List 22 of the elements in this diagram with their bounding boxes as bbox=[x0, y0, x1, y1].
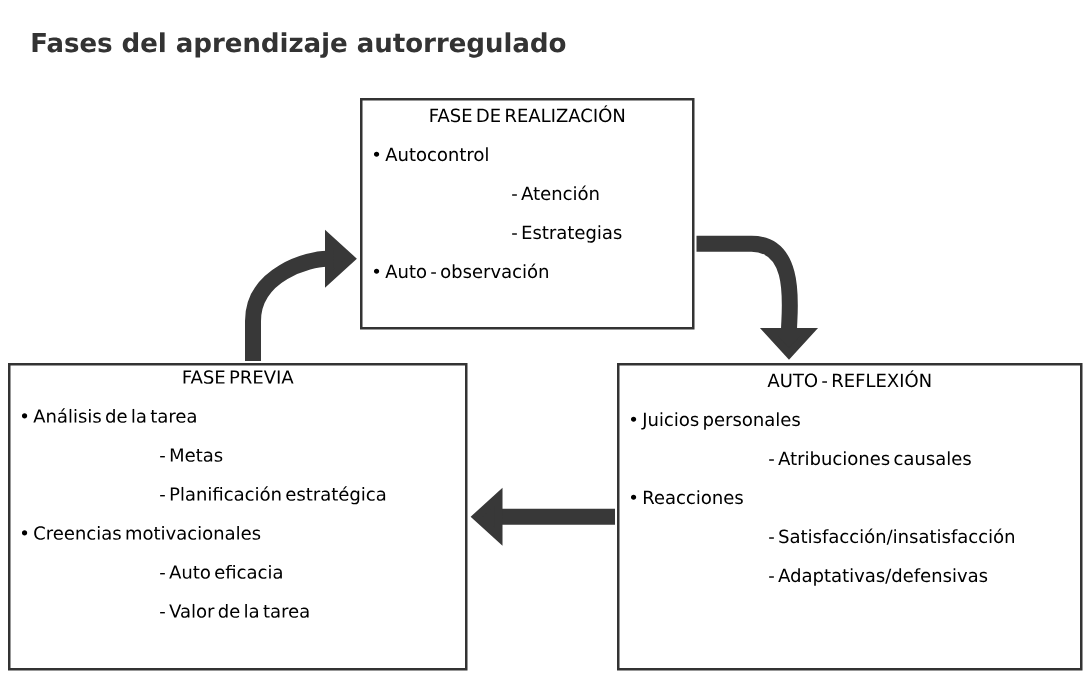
phase-box bbox=[8, 363, 468, 671]
sub-item: - Adaptativas/defensivas bbox=[769, 568, 988, 586]
title: Fases del aprendizaje autorregulado bbox=[32, 32, 566, 58]
box-heading: FASE PREVIA bbox=[183, 370, 294, 384]
phase-box bbox=[360, 98, 695, 330]
bullet-item: • Auto - observación bbox=[373, 263, 548, 279]
bullet-item: • Creencias motivacionales bbox=[21, 525, 261, 540]
sub-item: - Metas bbox=[160, 448, 223, 462]
bullet-item: • Juicios personales bbox=[630, 412, 800, 430]
sub-item: - Valor de la tarea bbox=[160, 603, 309, 618]
sub-item: - Satisfacción/insatisfacción bbox=[769, 528, 1014, 545]
box-heading: FASE DE REALIZACIÓN bbox=[430, 105, 625, 123]
sub-item: - Atribuciones causales bbox=[769, 451, 971, 466]
box-heading: AUTO - REFLEXIÓN bbox=[767, 370, 931, 388]
phase-box bbox=[617, 363, 1083, 671]
sub-item: - Atención bbox=[512, 185, 599, 201]
sub-item: - Auto eficacia bbox=[160, 564, 282, 579]
bullet-item: • Autocontrol bbox=[373, 147, 488, 162]
sub-item: - Planificación estratégica bbox=[160, 486, 386, 505]
bullet-item: • Análisis de la tarea bbox=[21, 408, 196, 423]
bullet-item: • Reacciones bbox=[630, 490, 743, 505]
sub-item: - Estrategias bbox=[512, 225, 622, 243]
